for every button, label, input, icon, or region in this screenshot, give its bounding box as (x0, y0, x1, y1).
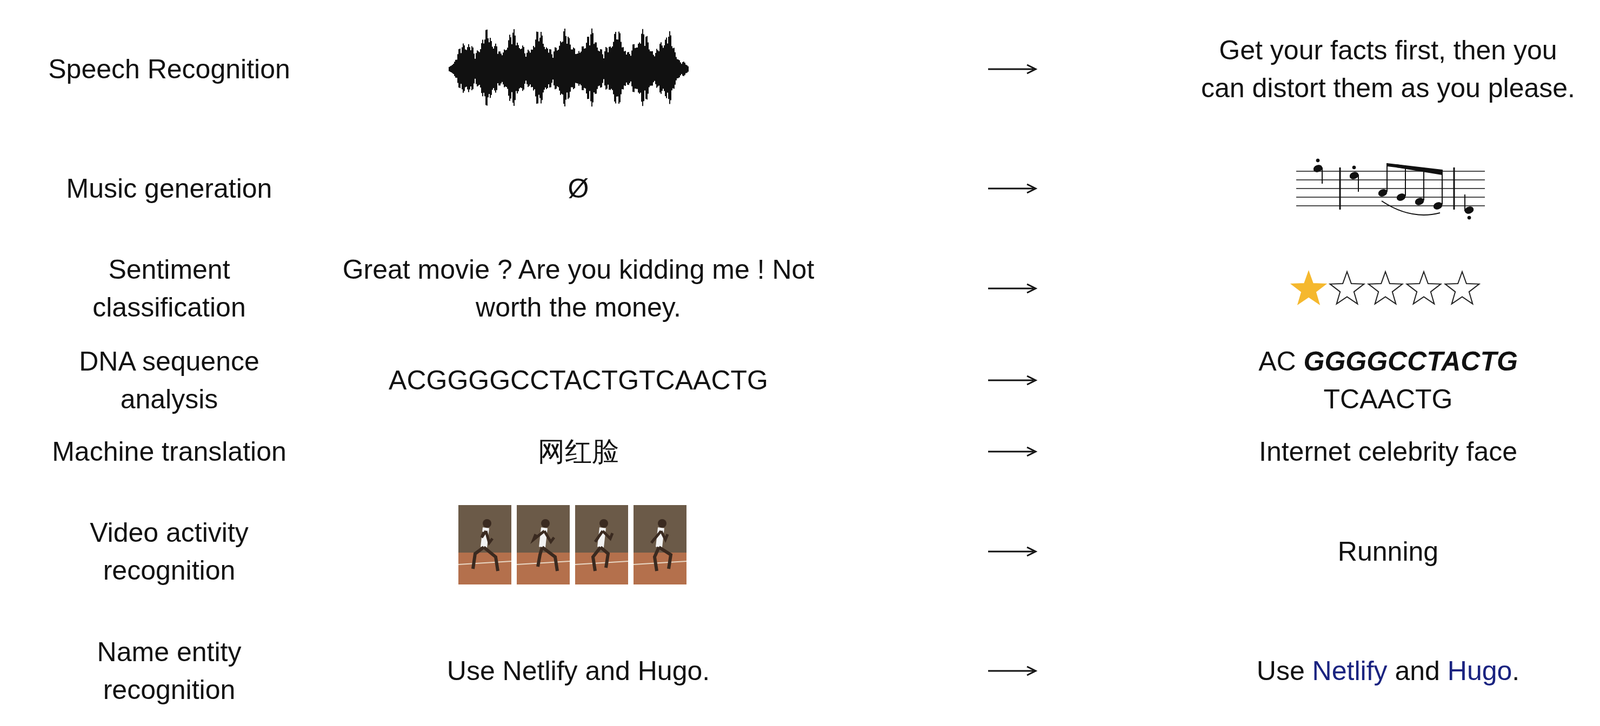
arrow-head (1027, 64, 1036, 74)
runner-arm (533, 531, 545, 540)
runner-arm (651, 531, 662, 544)
arrow-line (988, 288, 1034, 290)
empty-star (1330, 271, 1365, 305)
arrow-head (1027, 284, 1036, 293)
frame-background (458, 505, 512, 585)
input-text: Ø (524, 169, 633, 208)
output-word: Use (1256, 656, 1305, 687)
task-name: Video activity recognition (34, 514, 305, 590)
task-name: Name entity recognition (34, 633, 305, 710)
input-text: 网红脸 (497, 432, 660, 471)
video-frames (458, 505, 687, 585)
output-word: AC (1258, 346, 1296, 377)
output-text: Internet celebrity face (1198, 432, 1578, 471)
runner-leg (483, 547, 498, 572)
lane-line (516, 561, 570, 565)
lane-line (458, 561, 512, 565)
runner-arm (602, 531, 613, 539)
output-word: and (1394, 656, 1440, 687)
runner-leg (542, 547, 558, 572)
star-rating (1291, 271, 1480, 305)
arrow-line (988, 380, 1034, 382)
output-text: Get your facts first, then you can disto… (1198, 31, 1578, 108)
music-notation (1296, 158, 1485, 220)
runner-head (541, 519, 550, 529)
arrow-line (988, 451, 1034, 453)
runner-leg (654, 547, 659, 572)
arrow-line (988, 551, 1034, 553)
runner-arm (661, 531, 668, 540)
output-word: TCAACTG (1323, 384, 1453, 415)
output-text: Use Netlify and Hugo. (1198, 652, 1578, 691)
runner-head (657, 519, 667, 529)
runner-leg (537, 547, 543, 568)
frame-background (633, 505, 687, 585)
task-name: Sentiment classification (34, 250, 305, 327)
output-word: . (1511, 656, 1520, 687)
task-name: Machine translation (34, 432, 305, 471)
task-name: Music generation (34, 169, 305, 208)
empty-star (1407, 271, 1442, 305)
runner-arm (595, 531, 603, 543)
arrow-head (1027, 184, 1036, 193)
arrow-head (1027, 376, 1036, 385)
runner-leg (592, 547, 601, 572)
arrow-line (988, 670, 1034, 673)
waveform (449, 28, 689, 107)
input-text: ACGGGGCCTACTGTCAACTG (362, 361, 795, 400)
empty-star (1445, 271, 1480, 305)
runner-head (482, 519, 492, 529)
task-name: Speech Recognition (34, 50, 305, 89)
output-text: Running (1252, 532, 1524, 571)
runner-arm (481, 531, 486, 538)
arrow-head (1027, 667, 1036, 676)
runner-leg (658, 547, 671, 570)
named-entity: Netlify (1312, 656, 1388, 687)
running-track (633, 552, 687, 585)
runner-head (599, 519, 609, 529)
filled-star (1291, 271, 1326, 305)
arrow-head (1027, 547, 1036, 557)
empty-star (1368, 271, 1403, 305)
output-text: AC GGGGCCTACTG TCAACTG (1236, 342, 1540, 419)
input-text: Use Netlify and Hugo. (362, 652, 795, 691)
runner-arm (485, 531, 493, 544)
runner-leg (600, 547, 609, 569)
arrow-line (988, 188, 1034, 190)
arrow-line (988, 68, 1034, 71)
input-text: Great movie ? Are you kidding me ! Not w… (335, 250, 822, 327)
running-track (458, 552, 512, 585)
frame-background (575, 505, 629, 585)
arrows (988, 64, 1036, 676)
runner-arm (544, 531, 555, 543)
lane-line (633, 561, 687, 565)
lane-line (575, 561, 629, 565)
named-entity: Hugo (1447, 656, 1513, 687)
arrow-head (1027, 447, 1036, 457)
runner-leg (472, 547, 484, 570)
running-track (516, 552, 570, 585)
frame-background (516, 505, 570, 585)
task-name: DNA sequence analysis (34, 342, 305, 419)
running-track (575, 552, 629, 585)
highlighted-sequence: GGGGCCTACTG (1303, 346, 1518, 377)
